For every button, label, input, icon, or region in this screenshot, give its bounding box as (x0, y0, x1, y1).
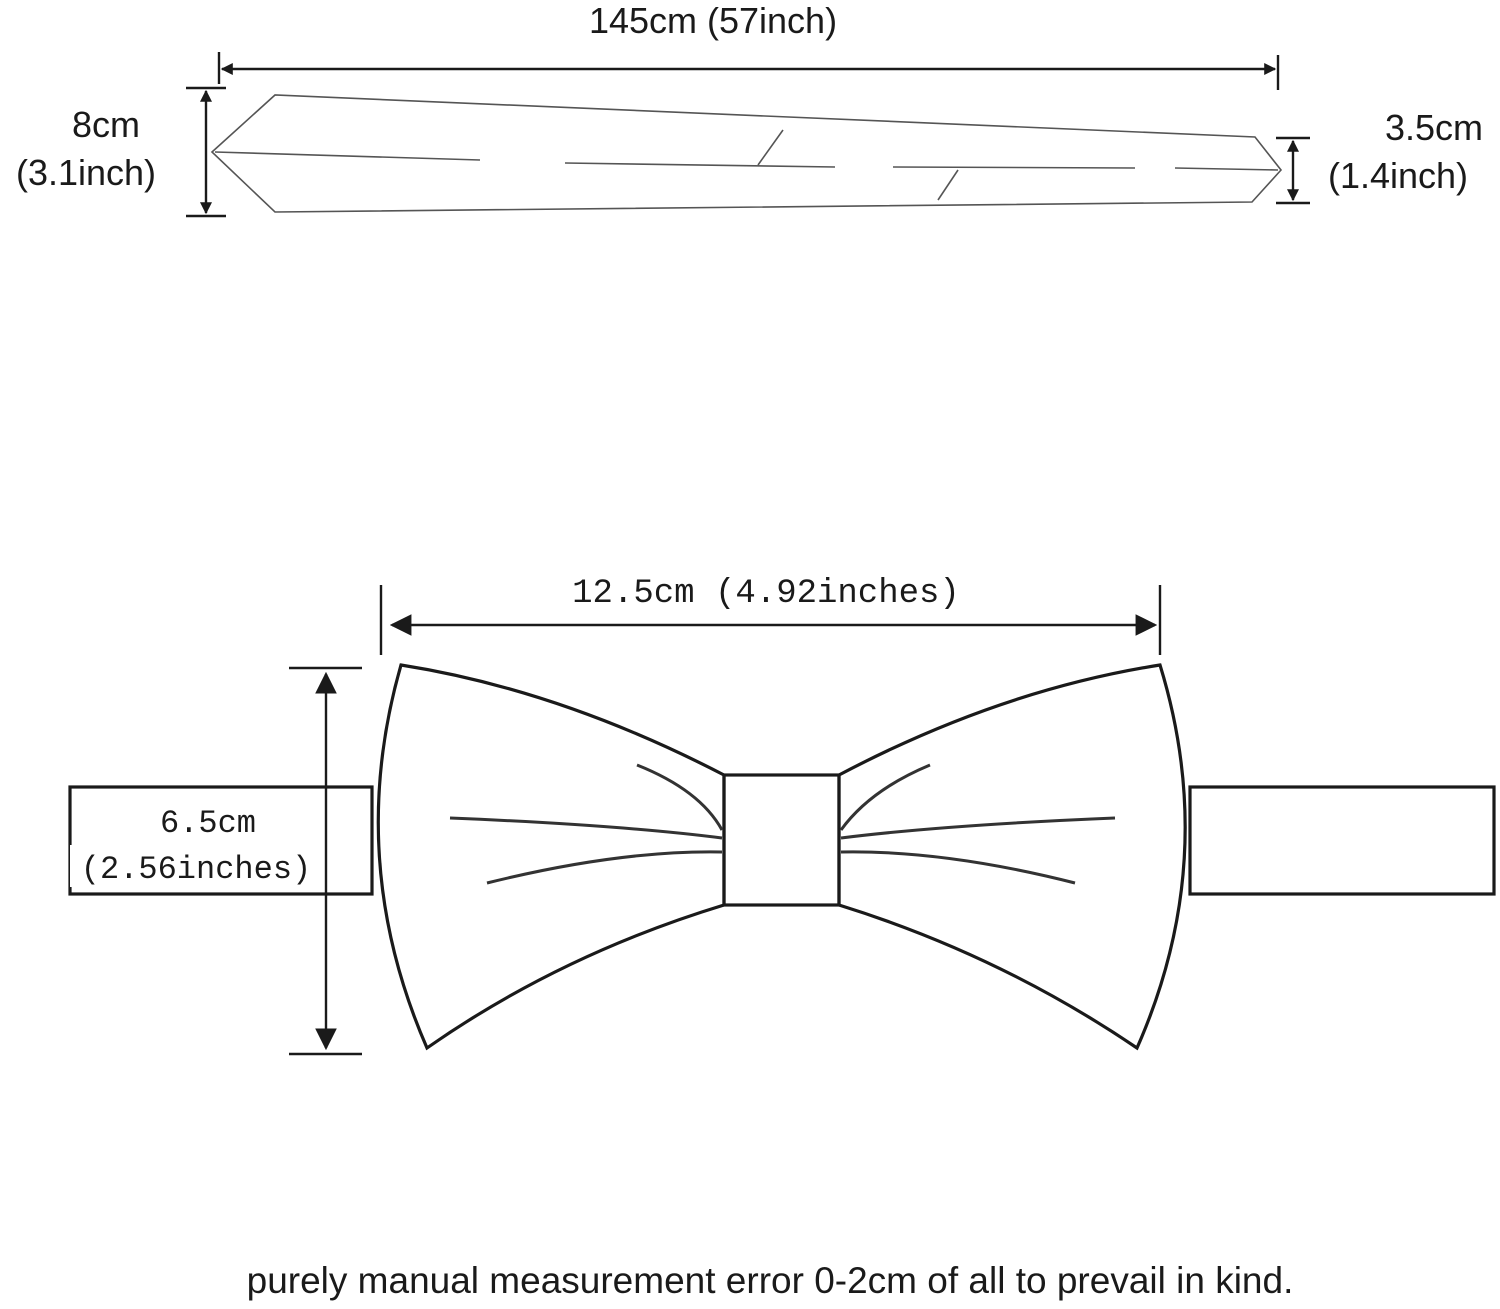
bowtie-fold-left-middle (449, 816, 723, 840)
wide-end-inch-label: (3.1inch) (16, 152, 156, 193)
necktie-outline (210, 94, 1283, 213)
wide-end-cm-label: 8cm (72, 104, 140, 145)
bowtie-drawing (68, 663, 1496, 1051)
bowtie-band-right (1188, 785, 1496, 896)
bowtie-wing-left (376, 663, 726, 1051)
necktie-fold-line-left (757, 129, 784, 166)
bowtie-fold-right-lower (840, 850, 1076, 885)
measurement-note: purely manual measurement error 0-2cm of… (247, 1260, 1294, 1301)
narrow-end-inch-label: (1.4inch) (1328, 155, 1468, 196)
bowtie-fold-right-middle (840, 816, 1116, 840)
bowtie-fold-right-upper (839, 763, 931, 831)
bowtie-height-label-bg (150, 797, 268, 839)
necktie-drawing (210, 94, 1283, 213)
bowtie-height-label-bg-2 (70, 845, 320, 887)
narrow-end-cm-label: 3.5cm (1385, 107, 1483, 148)
bowtie-width-label: 12.5cm (4.92inches) (572, 575, 960, 613)
necktie-fold-line-right (937, 169, 959, 201)
bowtie-fold-left-upper (636, 763, 724, 831)
bowtie-band-left (68, 785, 374, 896)
bowtie-height-dimension: 6.5cm (2.56inches) (70, 666, 362, 1056)
necktie-center-seam (214, 151, 1279, 171)
bowtie-height-cm-label: 6.5cm (160, 805, 256, 842)
tie-length-dimension: 145cm (57inch) (217, 0, 1280, 90)
bowtie-knot (722, 773, 841, 907)
bowtie-height-inch-label: (2.56inches) (81, 851, 311, 888)
tie-wide-end-dimension: 8cm (3.1inch) (16, 86, 226, 218)
tie-length-label: 145cm (57inch) (589, 0, 837, 41)
bowtie-wing-right (837, 663, 1187, 1051)
bowtie-fold-left-lower (486, 850, 723, 885)
tie-narrow-end-dimension: 3.5cm (1.4inch) (1276, 107, 1483, 205)
bowtie-width-dimension: 12.5cm (4.92inches) (379, 575, 1162, 655)
